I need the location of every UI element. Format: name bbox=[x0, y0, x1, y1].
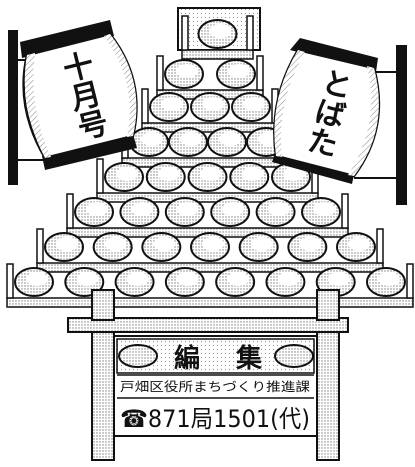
paper-lantern bbox=[197, 19, 238, 49]
paper-lantern bbox=[287, 232, 328, 262]
paper-lantern bbox=[207, 127, 247, 157]
paper-lantern bbox=[216, 59, 256, 89]
paper-lantern bbox=[145, 162, 186, 192]
tier-post bbox=[246, 15, 254, 51]
tier-post bbox=[96, 158, 104, 194]
editorial-sign: 編 集 戸畑区役所まちづくり推進課 ☎871局1501(代) bbox=[113, 335, 318, 437]
paper-lantern bbox=[92, 232, 133, 262]
paper-lantern bbox=[190, 232, 230, 262]
sign-title-right: 集 bbox=[235, 343, 263, 374]
paper-lantern bbox=[215, 267, 256, 297]
paper-lantern bbox=[231, 92, 271, 122]
paper-lantern bbox=[119, 197, 160, 227]
paper-lantern bbox=[44, 232, 84, 262]
paper-lantern bbox=[238, 232, 279, 262]
paper-lantern bbox=[104, 162, 144, 192]
paper-lantern bbox=[74, 197, 114, 227]
tier-post bbox=[406, 263, 414, 299]
paper-lantern bbox=[265, 267, 306, 297]
sign-ornament-left bbox=[118, 344, 158, 368]
paper-lantern bbox=[190, 92, 230, 122]
tier-post bbox=[256, 55, 264, 91]
paper-lantern bbox=[149, 92, 189, 122]
sign-ornament-right bbox=[274, 344, 314, 368]
paper-lantern bbox=[210, 197, 251, 227]
paper-lantern bbox=[164, 197, 205, 227]
tier-post bbox=[141, 88, 149, 124]
tier-post bbox=[156, 55, 164, 91]
paper-lantern bbox=[168, 127, 208, 157]
lantern-pyramid bbox=[14, 19, 406, 297]
paper-lantern bbox=[187, 162, 228, 192]
paper-lantern bbox=[229, 162, 270, 192]
banner-lantern-right: とばた bbox=[272, 38, 407, 205]
tier-post bbox=[66, 193, 74, 229]
sign-title-left: 編 bbox=[174, 343, 200, 374]
tier-post bbox=[341, 193, 349, 229]
tier-post bbox=[36, 228, 44, 264]
sign-office: 戸畑区役所まちづくり推進課 bbox=[120, 379, 311, 394]
paper-lantern bbox=[336, 232, 376, 262]
paper-lantern bbox=[141, 232, 182, 262]
tier-bar bbox=[6, 297, 414, 308]
float-base bbox=[67, 289, 349, 461]
paper-lantern bbox=[301, 197, 341, 227]
paper-lantern bbox=[14, 267, 54, 297]
paper-lantern bbox=[64, 267, 105, 297]
sign-phone: ☎871局1501(代) bbox=[120, 405, 310, 433]
tier-post bbox=[181, 15, 189, 51]
paper-lantern bbox=[366, 267, 406, 297]
tier-post bbox=[376, 228, 384, 264]
tier-bar bbox=[181, 49, 254, 60]
paper-lantern bbox=[255, 197, 296, 227]
paper-lantern bbox=[164, 59, 204, 89]
tier-post bbox=[6, 263, 14, 299]
paper-lantern bbox=[164, 267, 205, 297]
paper-lantern bbox=[114, 267, 155, 297]
paper-lantern bbox=[129, 127, 169, 157]
banner-lantern-left: 十月号 bbox=[8, 20, 138, 185]
